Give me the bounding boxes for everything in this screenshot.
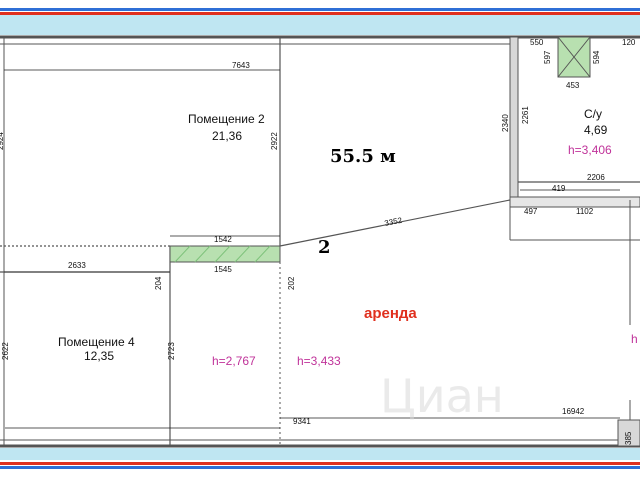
top-frame	[0, 0, 640, 8]
area-annotation: 55.5 м	[330, 146, 396, 167]
top-border-blue	[0, 8, 640, 11]
watermark-text: Циан	[380, 369, 504, 423]
rent-label: аренда	[364, 305, 417, 322]
dim-419: 419	[552, 184, 566, 193]
dim-385: 385	[624, 431, 633, 445]
dim-202: 202	[287, 276, 296, 290]
bottom-band	[0, 448, 640, 460]
dim-453: 453	[566, 81, 580, 90]
bathroom-name: С/у	[584, 107, 602, 121]
dim-1542: 1542	[214, 235, 232, 244]
room2-area: 21,36	[212, 129, 242, 143]
window-element	[169, 245, 281, 263]
dim-2622: 2622	[1, 342, 10, 360]
room2-name: Помещение 2	[188, 112, 265, 126]
bottom-border-red	[0, 462, 640, 465]
walls	[0, 35, 640, 448]
height-edge: h	[631, 332, 638, 346]
room4-area: 12,35	[84, 349, 114, 363]
dim-2924: 2924	[0, 132, 5, 150]
bottom-border-blue	[0, 466, 640, 469]
dimension-lines	[4, 69, 620, 429]
dim-1545: 1545	[214, 265, 232, 274]
height-rent: h=3,433	[297, 354, 341, 368]
dim-204: 204	[154, 276, 163, 290]
bathroom-area: 4,69	[584, 123, 608, 137]
ventilation-shaft	[557, 36, 591, 78]
dim-2206: 2206	[587, 173, 605, 182]
dim-2261: 2261	[521, 106, 530, 124]
dim-1102: 1102	[576, 207, 594, 216]
dim-2340: 2340	[501, 114, 510, 132]
dim-16942: 16942	[562, 407, 585, 416]
bathroom-height: h=3,406	[568, 143, 612, 157]
dim-120: 120	[622, 38, 636, 47]
dim-2723: 2723	[167, 342, 176, 360]
height-room4: h=2,767	[212, 354, 256, 368]
dim-2922: 2922	[270, 132, 279, 150]
dim-9341: 9341	[293, 417, 311, 426]
room4-name: Помещение 4	[58, 335, 135, 349]
dim-594: 594	[592, 50, 601, 64]
top-band	[0, 15, 640, 35]
marker-number: 2	[318, 237, 331, 258]
dim-2633: 2633	[68, 261, 86, 270]
dim-550: 550	[530, 38, 544, 47]
dim-597: 597	[543, 50, 552, 64]
dim-3352: 3352	[384, 216, 404, 228]
dim-7643: 7643	[232, 61, 250, 70]
dim-497: 497	[524, 207, 538, 216]
top-border-red	[0, 12, 640, 15]
